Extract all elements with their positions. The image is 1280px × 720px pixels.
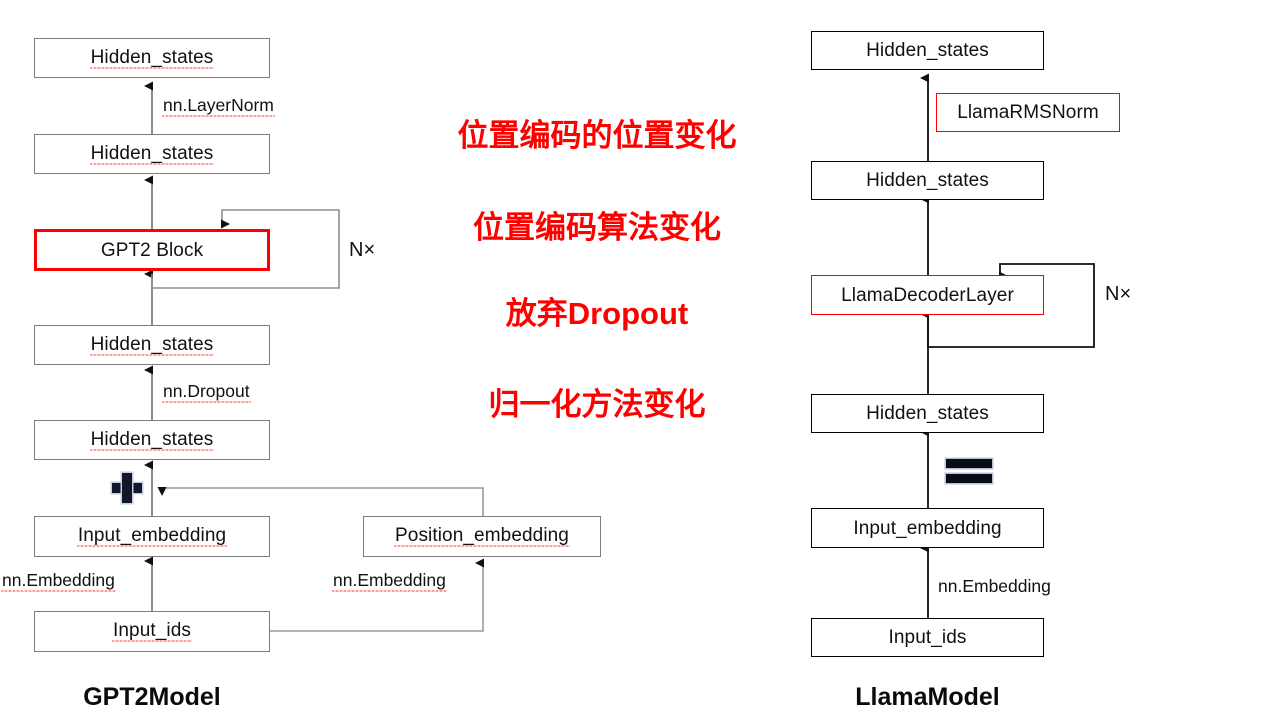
note-position-encoding-algorithm: 位置编码算法变化: [473, 210, 721, 245]
gpt2-edge-label-embedding-input: nn.Embedding: [1, 570, 116, 592]
note-normalization-change: 归一化方法变化: [488, 387, 706, 422]
node-label: Input_embedding: [853, 517, 1002, 539]
gpt2-loop-label: N×: [349, 239, 376, 261]
gpt2-model-title: GPT2Model: [83, 683, 221, 711]
node-label: Hidden_states: [89, 333, 215, 356]
gpt2-node-position-embedding[interactable]: Position_embedding: [363, 516, 601, 557]
llama-node-input-embedding[interactable]: Input_embedding: [811, 508, 1044, 548]
equals-icon: [946, 458, 992, 484]
llama-model-title: LlamaModel: [855, 683, 1000, 711]
gpt2-node-hidden-states-3[interactable]: Hidden_states: [34, 325, 270, 365]
gpt2-edge-label-dropout: nn.Dropout: [162, 381, 251, 403]
node-label: GPT2 Block: [100, 239, 204, 261]
plus-icon: [112, 473, 142, 503]
gpt2-node-hidden-states-2[interactable]: Hidden_states: [34, 134, 270, 174]
llama-node-hidden-states-top[interactable]: Hidden_states: [811, 31, 1044, 70]
llama-node-input-ids[interactable]: Input_ids: [811, 618, 1044, 657]
note-drop-dropout: 放弃Dropout: [505, 296, 689, 331]
gpt2-edge-label-embedding-position: nn.Embedding: [332, 570, 447, 592]
node-label: Hidden_states: [866, 170, 989, 191]
node-label: Hidden_states: [89, 428, 215, 451]
llama-node-decoder-layer[interactable]: LlamaDecoderLayer: [811, 275, 1044, 315]
node-label: Hidden_states: [866, 403, 989, 424]
gpt2-node-input-ids[interactable]: Input_ids: [34, 611, 270, 652]
gpt2-node-input-embedding[interactable]: Input_embedding: [34, 516, 270, 557]
node-label: Input_ids: [111, 620, 193, 642]
gpt2-node-block[interactable]: GPT2 Block: [34, 229, 270, 271]
node-label: Position_embedding: [394, 525, 570, 547]
node-label: Input_embedding: [76, 525, 228, 547]
llama-loop-label: N×: [1105, 283, 1132, 305]
node-label: Hidden_states: [89, 142, 215, 165]
node-label: LlamaRMSNorm: [957, 102, 1099, 123]
llama-node-hidden-states-3[interactable]: Hidden_states: [811, 394, 1044, 433]
edge-gpt2-position-to-add: [157, 487, 484, 518]
llama-node-hidden-states-2[interactable]: Hidden_states: [811, 161, 1044, 200]
node-label: Input_ids: [888, 627, 967, 648]
node-label: Hidden_states: [89, 46, 215, 69]
gpt2-node-hidden-states-top[interactable]: Hidden_states: [34, 38, 270, 78]
llama-node-rmsnorm[interactable]: LlamaRMSNorm: [936, 93, 1120, 132]
node-label: LlamaDecoderLayer: [841, 284, 1014, 306]
gpt2-edge-label-layernorm: nn.LayerNorm: [162, 95, 275, 117]
node-label: Hidden_states: [866, 40, 989, 61]
note-position-encoding-location: 位置编码的位置变化: [457, 118, 737, 153]
llama-edge-label-embedding-input: nn.Embedding: [938, 576, 1051, 596]
gpt2-node-hidden-states-4[interactable]: Hidden_states: [34, 420, 270, 460]
